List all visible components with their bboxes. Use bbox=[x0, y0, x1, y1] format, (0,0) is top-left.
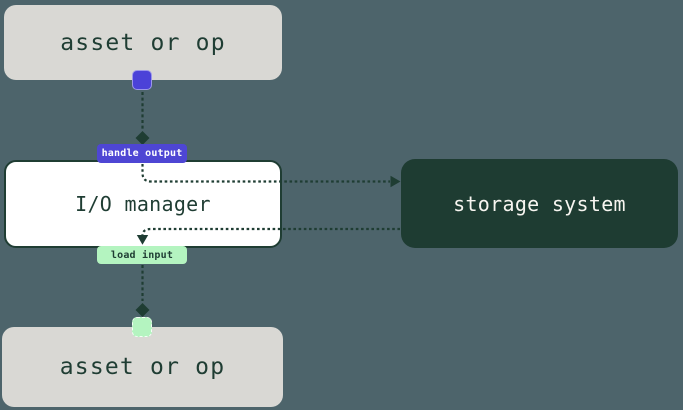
node-asset-or-op-bottom: asset or op bbox=[2, 327, 283, 407]
node-io-manager-label: I/O manager bbox=[75, 192, 211, 216]
node-asset-or-op-top-label: asset or op bbox=[60, 29, 226, 56]
badge-load-input: load input bbox=[97, 246, 187, 264]
node-asset-or-op-bottom-label: asset or op bbox=[59, 354, 226, 380]
input-port-square-icon bbox=[132, 317, 152, 337]
node-io-manager: I/O manager bbox=[4, 160, 282, 248]
node-asset-or-op-top: asset or op bbox=[4, 5, 282, 80]
node-storage-system: storage system bbox=[401, 159, 678, 248]
diamond-terminal-icon-bottom bbox=[135, 303, 150, 317]
node-storage-system-label: storage system bbox=[453, 191, 626, 216]
output-port-square-icon bbox=[132, 70, 152, 90]
diamond-terminal-icon-top bbox=[135, 131, 150, 145]
arrowhead-right-icon bbox=[390, 175, 401, 188]
badge-handle-output: handle output bbox=[97, 144, 187, 163]
